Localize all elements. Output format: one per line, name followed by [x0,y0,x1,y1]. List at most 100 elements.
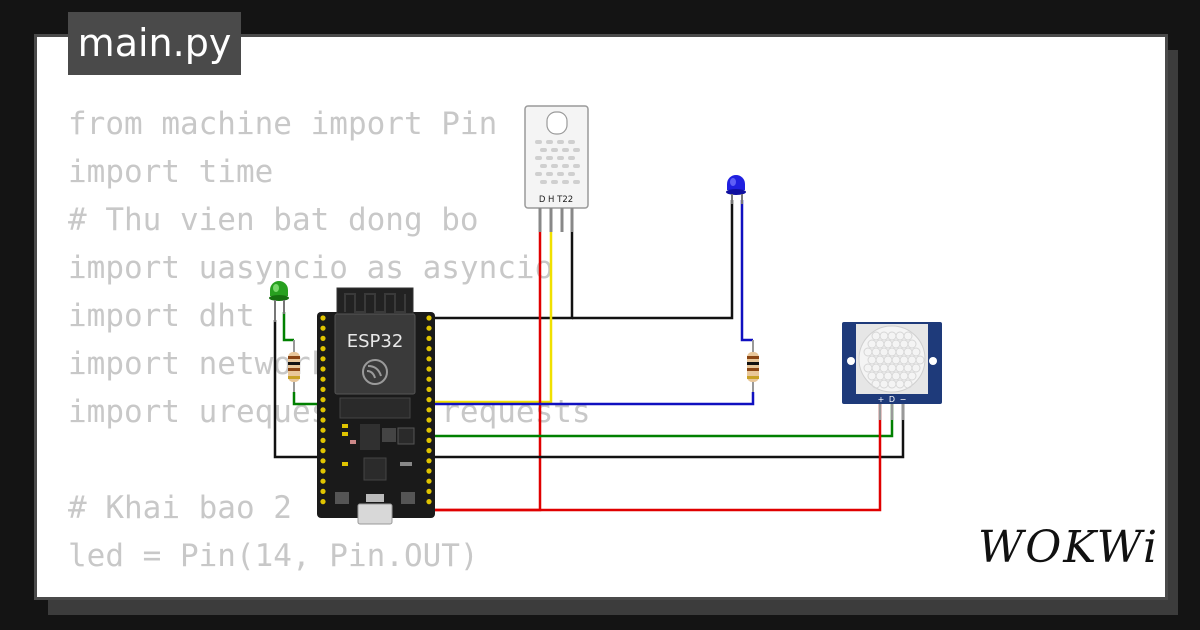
wire-yellow-dht-data [430,232,553,404]
pir-lens-facet [915,355,925,365]
header-pin [320,488,326,494]
wire-black-pir [273,320,905,459]
esp32-label: ESP32 [347,331,404,352]
code-line: from machine import Pin [68,106,498,142]
dht-grille-slot [562,180,569,184]
header-pin [320,397,326,403]
header-pin [426,376,432,382]
header-pin [426,448,432,454]
dht-grille-slot [546,140,553,144]
header-pin [320,427,326,433]
blue-led [726,175,746,204]
dht-grille-slot [557,172,564,176]
header-pin [320,356,326,362]
dht-grille-slot [562,148,569,152]
header-pin [426,468,432,474]
dht-grille-slot [568,156,575,160]
code-line: # Khai bao 2 [68,490,292,526]
pir-lens-facet [907,371,917,381]
header-pin [320,458,326,464]
esp32-board: ESP32 [317,287,435,525]
dht-grille-slot [551,180,558,184]
header-pin [320,437,326,443]
pir-lens-facet [907,339,917,349]
dht-grille-slot [546,156,553,160]
header-pin [320,478,326,484]
header-pin [426,488,432,494]
wire-blue-esp [430,392,755,406]
dht22-label: D H T22 [539,195,573,205]
code-line: import dht [68,298,255,334]
header-pin [426,366,432,372]
header-pin [426,478,432,484]
pir-pin-label: + [878,395,885,404]
header-pin [426,315,432,321]
pir-lens-facet [903,331,913,341]
header-pin [320,376,326,382]
header-pin [426,386,432,392]
header-pin [320,417,326,423]
header-pin [426,356,432,362]
dht-grille-slot [540,148,547,152]
dht-grille-slot [535,140,542,144]
pir-pin-label: − [900,395,907,404]
code-listing: from machine import Pin import time # Thu … [68,100,591,580]
dht-grille-slot [551,148,558,152]
code-line: # Thu vien bat dong bo [68,202,479,238]
header-pin [320,468,326,474]
header-pin [320,448,326,454]
header-pin [426,458,432,464]
header-pin [426,397,432,403]
header-pin [426,346,432,352]
code-line: import uasyncio as asyncio [68,250,554,286]
header-pin [320,315,326,321]
header-pin [426,335,432,341]
green-led [269,281,289,322]
header-pin [426,427,432,433]
dht-grille-slot [557,140,564,144]
header-pin [426,437,432,443]
dht-grille-slot [562,164,569,168]
dht-grille-slot [557,156,564,160]
resistor-blue-led [747,340,759,392]
wire-red-pir [330,402,882,512]
pir-lens-facet [911,347,921,357]
header-pin [320,346,326,352]
header-pin [320,407,326,413]
header-pin [320,386,326,392]
dht-grille-slot [568,172,575,176]
dht-grille-slot [573,148,580,152]
pir-lens-facet [911,363,921,373]
wire-green-led [282,312,294,342]
code-line: led = Pin(14, Pin.OUT) [68,538,479,574]
wire-green-pir [430,402,894,438]
header-pin [426,499,432,505]
code-line: import time [68,154,274,190]
pir-lens-facet [903,379,913,389]
dht-grille-slot [540,164,547,168]
header-pin [320,499,326,505]
dht22-sensor: D H T22 [524,105,589,232]
resistor-green-led [288,340,300,392]
wire-green-led-res [292,392,322,406]
dht-grille-slot [551,164,558,168]
wire-black-led-blue [572,200,734,320]
header-pin [320,325,326,331]
dht-grille-slot [546,172,553,176]
dht-grille-slot [535,172,542,176]
espressif-logo-icon [362,359,388,385]
pir-pin-label: D [889,395,895,404]
dht-grille-slot [568,140,575,144]
dht-grille-slot [535,156,542,160]
dht-grille-slot [573,180,580,184]
header-pin [320,366,326,372]
file-tab[interactable]: main.py [68,12,241,75]
header-pin [426,325,432,331]
dht-grille-slot [573,164,580,168]
dht-grille-slot [540,180,547,184]
header-pin [426,417,432,423]
wokwi-logo: WOKWi [978,522,1160,573]
header-pin [320,335,326,341]
wire-blue-led [740,200,753,342]
